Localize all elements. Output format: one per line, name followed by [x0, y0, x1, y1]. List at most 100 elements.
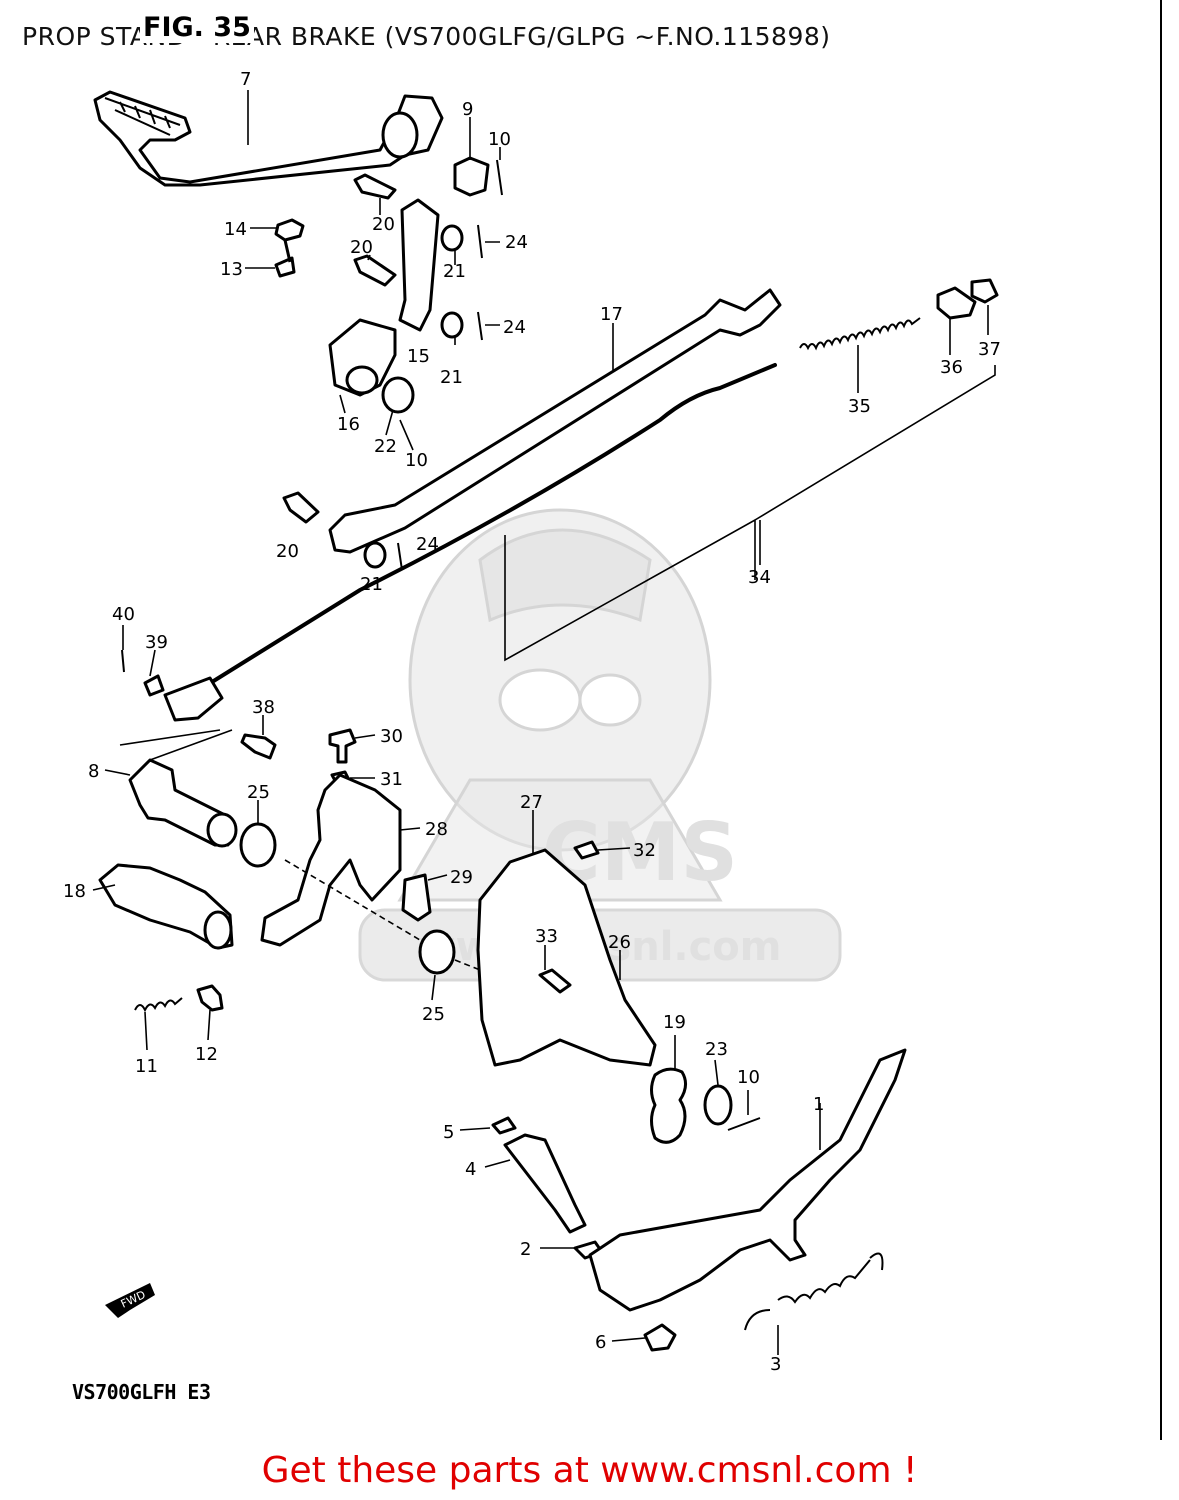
callout-13: 13: [220, 259, 243, 280]
brake-rod: [328, 288, 782, 554]
bracket-block: [401, 873, 432, 922]
callout-39: 39: [145, 632, 168, 653]
seal-25-lower: [418, 929, 456, 975]
brake-cable: [173, 363, 777, 707]
pin-40: [121, 649, 125, 673]
callout-10c: 10: [737, 1067, 760, 1088]
callout-28: 28: [425, 819, 448, 840]
washer-2: [440, 311, 464, 339]
callout-36: 36: [940, 357, 963, 378]
brake-rod-link: [398, 198, 440, 332]
callout-31: 31: [380, 769, 403, 790]
clevis-pin-1: [353, 173, 397, 200]
callout-27: 27: [520, 792, 543, 813]
callout-11: 11: [135, 1056, 158, 1077]
assembly-brackets: [504, 365, 996, 662]
pin-10-lower: [727, 1117, 761, 1131]
callout-24c: 24: [416, 534, 439, 555]
callout-8: 8: [88, 761, 99, 782]
callout-20: 20: [372, 214, 395, 235]
callout-30: 30: [380, 726, 403, 747]
callout-20b: 20: [350, 237, 373, 258]
callout-15: 15: [407, 346, 430, 367]
callout-22: 22: [374, 436, 397, 457]
callout-9: 9: [462, 99, 473, 120]
prop-stand-spring: [777, 1259, 871, 1304]
callout-16: 16: [337, 414, 360, 435]
callout-38: 38: [252, 697, 275, 718]
callout-20c: 20: [276, 541, 299, 562]
spring-11: [134, 997, 183, 1013]
callout-14: 14: [224, 219, 247, 240]
bolt: [274, 239, 296, 278]
cap: [453, 156, 490, 197]
callout-32: 32: [633, 840, 656, 861]
brake-spring: [799, 317, 921, 351]
screw-32: [573, 840, 600, 860]
shaft-guide-lines: [119, 729, 233, 761]
callout-29: 29: [450, 867, 473, 888]
callout-25: 25: [247, 782, 270, 803]
washer-3: [363, 541, 387, 569]
clevis-pin-2: [353, 254, 397, 287]
cable-end: [163, 676, 224, 722]
callout-33: 33: [535, 926, 558, 947]
callout-19: 19: [663, 1012, 686, 1033]
callout-12: 12: [195, 1044, 218, 1065]
bolt-30: [328, 728, 357, 764]
fwd-arrow-icon: FWD: [105, 1283, 155, 1318]
callout-3: 3: [770, 1354, 781, 1375]
callout-21: 21: [443, 261, 466, 282]
figure-label: FIG. 35: [140, 12, 254, 43]
parts-diagram: CMS www.cmsnl.com: [63, 69, 1001, 1375]
footer-link[interactable]: Get these parts at www.cmsnl.com !: [261, 1450, 918, 1491]
screw-33: [538, 968, 572, 994]
joint-nut: [970, 278, 999, 304]
callout-7: 7: [240, 69, 251, 90]
callout-21b: 21: [440, 367, 463, 388]
callout-24: 24: [505, 232, 528, 253]
model-code: VS700GLFH E3: [72, 1380, 211, 1404]
spring-hooks: [744, 1252, 884, 1331]
pivot-bolt-4: [503, 1133, 587, 1234]
washer-1: [440, 224, 464, 252]
clevis-pin-3: [282, 491, 320, 524]
callout-1: 1: [813, 1094, 824, 1115]
nut-6: [643, 1323, 677, 1352]
bolt-38: [240, 733, 277, 760]
page-border: [1160, 0, 1162, 1440]
axis-lines: [284, 859, 481, 971]
callout-26: 26: [608, 932, 631, 953]
seal-25-upper: [239, 822, 277, 868]
callout-34: 34: [748, 567, 771, 588]
callout-24b: 24: [503, 317, 526, 338]
clip-5: [491, 1116, 517, 1135]
prop-stand-bracket: [260, 773, 402, 947]
callout-40: 40: [112, 604, 135, 625]
callout-21c: 21: [360, 574, 383, 595]
callout-5: 5: [443, 1122, 454, 1143]
washer-23: [703, 1084, 733, 1126]
callout-18: 18: [63, 881, 86, 902]
callout-25b: 25: [422, 1004, 445, 1025]
cotter-pin: [496, 159, 503, 196]
callout-2: 2: [520, 1239, 531, 1260]
callout-23: 23: [705, 1039, 728, 1060]
nut: [274, 218, 305, 242]
callout-35: 35: [848, 396, 871, 417]
callout-10b: 10: [405, 450, 428, 471]
washer-39: [143, 674, 165, 697]
cable-joint: [936, 286, 977, 320]
callout-17: 17: [600, 304, 623, 325]
prop-stand: [588, 1048, 907, 1312]
brake-pedal: [93, 90, 444, 187]
callout-4: 4: [465, 1159, 476, 1180]
callout-37: 37: [978, 339, 1001, 360]
prop-stand-housing: [476, 848, 657, 1067]
callout-numbers: 7 9 10 14 20 24 20 13 21 24 17 15 21 16 …: [63, 69, 1001, 1375]
cotter-pins: [397, 224, 483, 571]
seal: [381, 376, 415, 414]
bolt-12: [196, 984, 224, 1012]
plate-19: [650, 1067, 687, 1144]
callout-6: 6: [595, 1332, 606, 1353]
